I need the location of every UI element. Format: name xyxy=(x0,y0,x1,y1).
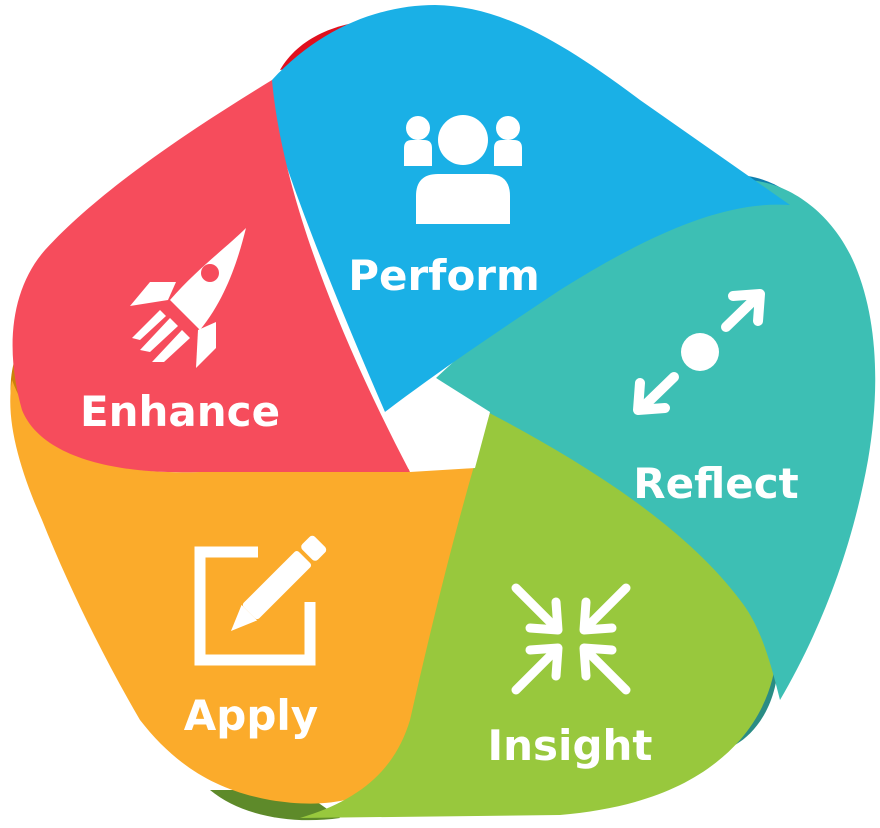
collapse-arrows-icon xyxy=(511,583,631,695)
label-perform: Perform xyxy=(348,251,540,300)
people-group-icon xyxy=(404,115,522,224)
center-hole xyxy=(385,378,490,472)
segment-perform[interactable] xyxy=(271,5,790,412)
rocket-window xyxy=(201,264,219,282)
edit-pencil-icon xyxy=(194,535,327,666)
expand-arrows-icon xyxy=(633,289,765,415)
label-reflect: Reflect xyxy=(633,459,798,508)
segment-reflect[interactable] xyxy=(436,179,876,700)
segment-apply[interactable] xyxy=(10,380,476,804)
label-enhance: Enhance xyxy=(80,387,280,436)
label-apply: Apply xyxy=(184,691,318,740)
label-insight: Insight xyxy=(488,721,653,770)
rocket-icon xyxy=(130,228,246,368)
